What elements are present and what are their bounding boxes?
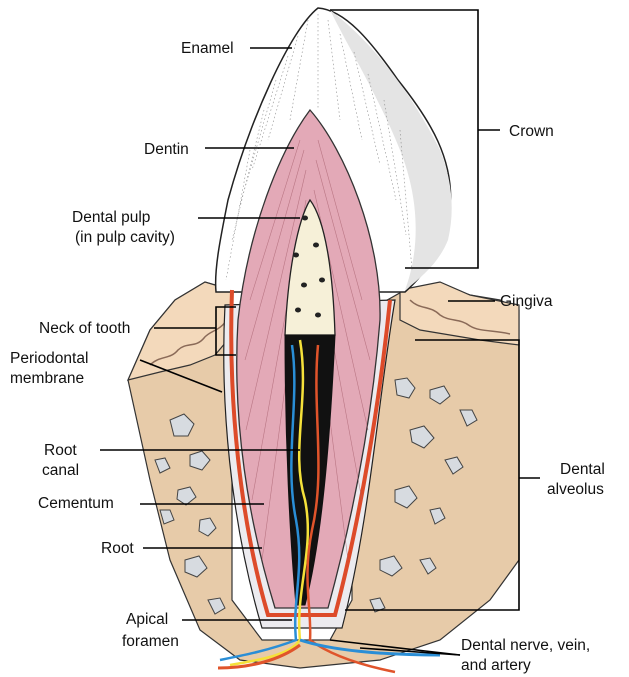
label-dental-alveolus-line1: Dental xyxy=(560,461,605,478)
label-periodontal-line2: membrane xyxy=(10,370,84,387)
label-root-canal-line2: canal xyxy=(42,462,79,479)
label-dental-pulp-line2: (in pulp cavity) xyxy=(75,229,175,246)
label-root: Root xyxy=(101,540,134,557)
label-nerve-vein-artery-line1: Dental nerve, vein, xyxy=(461,637,590,654)
label-gingiva: Gingiva xyxy=(500,293,553,310)
label-cementum: Cementum xyxy=(38,495,114,512)
label-dental-alveolus-line2: alveolus xyxy=(547,481,604,498)
label-root-canal-line1: Root xyxy=(44,442,77,459)
label-dentin: Dentin xyxy=(144,141,189,158)
label-apical-foramen-line2: foramen xyxy=(122,633,179,650)
label-periodontal-line1: Periodontal xyxy=(10,350,88,367)
label-neck-of-tooth: Neck of tooth xyxy=(39,320,130,337)
label-nerve-vein-artery-line2: and artery xyxy=(461,657,531,674)
label-apical-foramen-line1: Apical xyxy=(126,611,168,628)
label-dental-pulp-line1: Dental pulp xyxy=(72,209,150,226)
label-crown: Crown xyxy=(509,123,554,140)
label-enamel: Enamel xyxy=(181,40,234,57)
